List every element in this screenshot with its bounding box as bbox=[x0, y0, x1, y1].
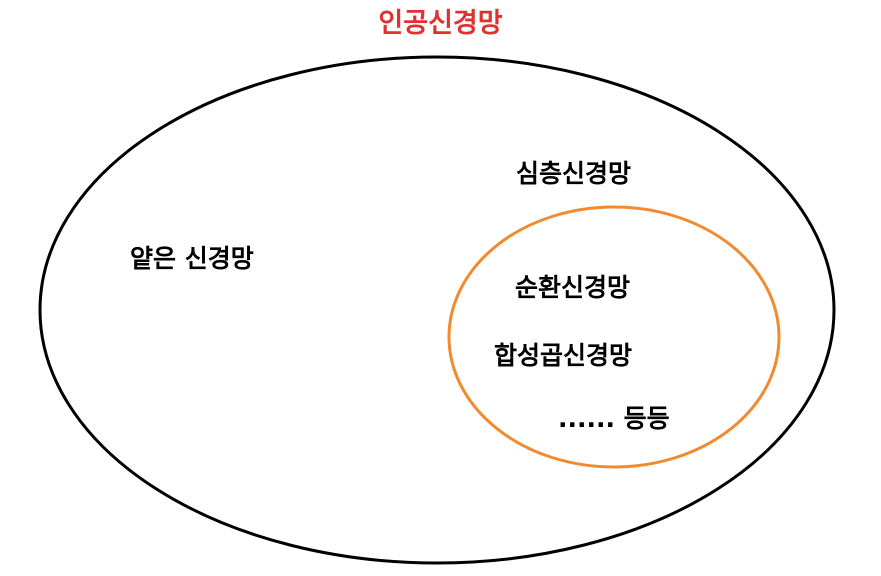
shallow-neural-network-label: 얕은 신경망 bbox=[130, 244, 254, 273]
recurrent-neural-network-label: 순환신경망 bbox=[515, 273, 631, 302]
artificial-neural-network-ellipse bbox=[38, 55, 836, 565]
convolutional-neural-network-label: 합성곱신경망 bbox=[494, 341, 633, 370]
etc-label: ...... 등등 bbox=[558, 404, 670, 433]
diagram-title: 인공신경망 bbox=[378, 8, 503, 39]
deep-neural-network-label: 심층신경망 bbox=[516, 159, 632, 188]
deep-neural-network-circle bbox=[447, 205, 781, 469]
